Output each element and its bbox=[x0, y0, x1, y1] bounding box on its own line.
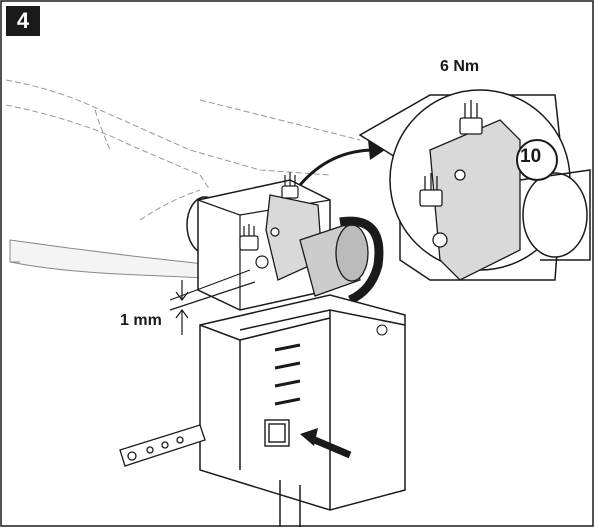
gap-dimension bbox=[169, 269, 256, 335]
gap-label: 1 mm bbox=[120, 312, 162, 329]
actuator-housing bbox=[199, 294, 406, 511]
cable bbox=[279, 480, 301, 527]
anti-rotation-strap bbox=[119, 424, 206, 467]
torque-label: 6 Nm bbox=[440, 58, 480, 75]
housing-slots bbox=[274, 343, 301, 406]
step-number: 4 bbox=[6, 6, 40, 36]
motor bbox=[299, 224, 369, 297]
detail-view bbox=[358, 89, 591, 281]
push-arrow bbox=[308, 434, 352, 459]
damper-blade bbox=[5, 79, 361, 221]
wrench-size-callout bbox=[516, 139, 558, 181]
release-button bbox=[264, 419, 290, 447]
clamp-bolts bbox=[239, 172, 299, 269]
rotation-arrow bbox=[339, 216, 384, 305]
wrench-size-label: 10 bbox=[520, 146, 542, 167]
detail-arrow bbox=[298, 148, 376, 186]
detail-bolts bbox=[419, 100, 483, 248]
